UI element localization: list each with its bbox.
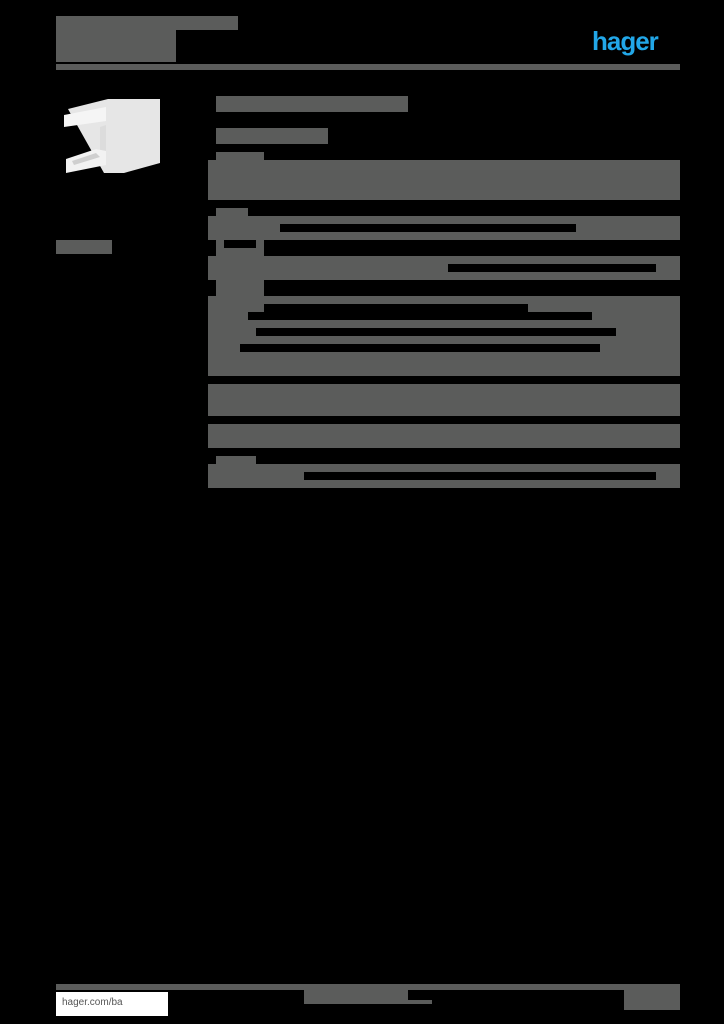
footer-url-box: hager.com/ba: [56, 992, 168, 1016]
product-image: [64, 99, 160, 173]
description-block: [208, 160, 680, 200]
doc-title-line-3: [56, 48, 176, 62]
header-rule: [56, 64, 680, 70]
footer-center-mark: [392, 1000, 432, 1004]
product-title: [216, 96, 408, 112]
product-reference: [56, 240, 112, 254]
section-label: [216, 456, 256, 464]
footer-url[interactable]: hager.com/ba: [62, 997, 123, 1008]
section-label: [216, 152, 264, 162]
table-row: [208, 384, 680, 416]
product-subtitle: [216, 128, 328, 144]
hager-logo: hager: [592, 26, 659, 56]
footer-page-number: [624, 990, 680, 1010]
footer-rule: [56, 984, 680, 990]
footer-center-text: [304, 990, 408, 1004]
section-label: [216, 208, 248, 216]
doc-title-line-2: [56, 30, 176, 48]
table-row: [208, 424, 680, 448]
doc-title-line-1: [56, 16, 238, 30]
